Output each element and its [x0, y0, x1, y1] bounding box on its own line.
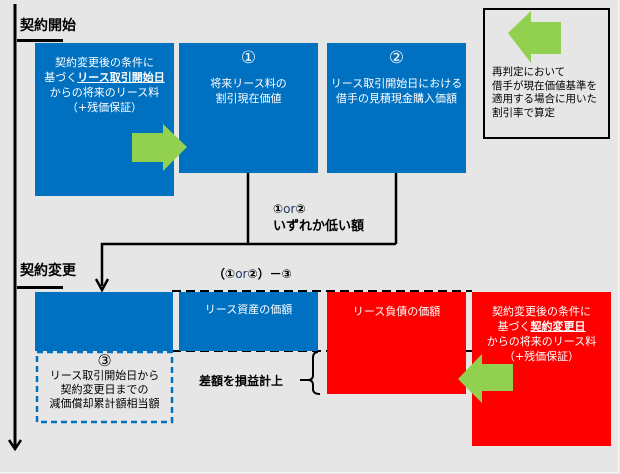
- box-purchase-price: ② リース取引開始日における 借手の見積現金購入価額: [327, 43, 466, 173]
- circled-number-3: ③: [97, 351, 112, 370]
- section-contract-change: 契約変更: [20, 263, 76, 279]
- text-line: 借手の見積現金購入価額: [336, 92, 457, 105]
- pl-difference-label: 差額を損益計上: [199, 374, 284, 388]
- text-line: 契約変更日までの: [60, 383, 149, 396]
- text-line: リース負債の価額: [352, 305, 441, 318]
- formula-label: （①or②）－③: [213, 265, 292, 282]
- timeline-arrowhead: [7, 439, 23, 452]
- circled-1: ①: [273, 202, 284, 216]
- text-prefix: 基づく: [497, 320, 531, 333]
- box-pv: ① 将来リース料の 割引現在価値: [179, 43, 318, 173]
- text-line: 割引率で算定: [492, 106, 555, 119]
- circled-number-1: ①: [240, 48, 257, 68]
- box3-outline: [35, 350, 174, 424]
- text-line: いずれか低い額: [273, 219, 365, 234]
- or-text: or: [283, 202, 296, 216]
- circled-2: ②: [295, 202, 306, 216]
- text-line: からの将来のリース料: [486, 335, 597, 348]
- text-line: 基づく契約変更日: [472, 319, 611, 334]
- section-contract-start: 契約開始: [20, 18, 76, 34]
- text-prefix: 基づく: [44, 71, 78, 84]
- emphasis-start-date: リース取引開始日: [77, 71, 165, 84]
- text-line: 基づくリース取引開始日: [35, 70, 174, 85]
- paren-open: （: [213, 267, 226, 281]
- legend-box: [483, 8, 610, 139]
- brace-icon: [307, 351, 321, 395]
- section-start-underline: [17, 39, 63, 42]
- box-asset-value: リース資産の価額: [179, 292, 318, 351]
- box-future-lease-change: 契約変更後の条件に 基づく契約変更日 からの将来のリース料 （+残価保証）: [472, 292, 611, 446]
- circled-1: ①: [225, 267, 236, 281]
- text-line: ①or②: [273, 201, 364, 218]
- text-line: リース資産の価額: [204, 303, 293, 316]
- section-change-underline: [17, 286, 63, 289]
- box3-accumulated-depreciation: ③ リース取引開始日から 契約変更日までの 減価償却累計額相当額: [37, 353, 172, 411]
- text-line: 将来リース料の: [210, 77, 287, 90]
- connector-to-change: [100, 242, 396, 286]
- box-future-lease-start: 契約変更後の条件に 基づくリース取引開始日 からの将来のリース料 （+残価保証）: [35, 43, 174, 196]
- text-line: 契約変更後の条件に: [55, 56, 154, 69]
- circled-number-2: ②: [388, 48, 405, 68]
- text-line: からの将来のリース料: [49, 86, 160, 99]
- text-line: 減価償却累計額相当額: [49, 397, 160, 410]
- text-line: リース取引開始日における: [330, 77, 463, 90]
- legend-text: 再判定において 借手が現在価値基準を 適用する場合に用いた 割引率で算定: [492, 66, 597, 120]
- box-liability-value: リース負債の価額: [327, 292, 466, 394]
- connector-arrowhead: [94, 278, 110, 293]
- text-line: （+残価保証）: [503, 350, 580, 363]
- text-line: 適用する場合に用いた: [492, 93, 597, 105]
- box-change-blue: [35, 292, 173, 351]
- lower-of-label: ①or② いずれか低い額: [273, 201, 364, 235]
- text-line: （+残価保証）: [66, 101, 143, 114]
- text-line: 割引現在価値: [215, 92, 282, 105]
- or-text: or: [235, 267, 248, 281]
- text-line: 再判定において: [492, 66, 566, 78]
- emphasis-change-date: 契約変更日: [530, 320, 586, 333]
- circled-2: ②: [247, 267, 258, 281]
- text-line: リース取引開始日から: [49, 369, 160, 382]
- text-line: 契約変更後の条件に: [492, 305, 591, 318]
- paren-close-minus-3: ）－③: [257, 267, 292, 281]
- text-line: 借手が現在価値基準を: [492, 79, 597, 92]
